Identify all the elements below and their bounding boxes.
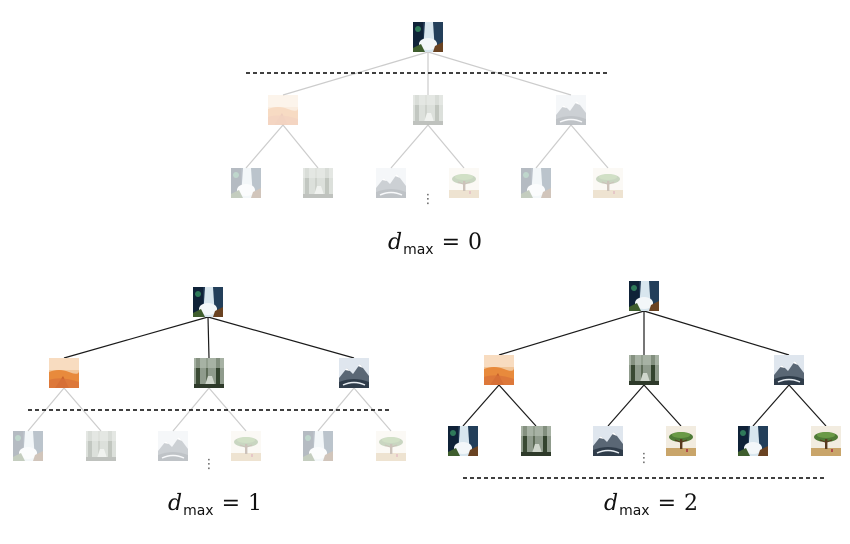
level2-node-thumbnail-1 [521,426,551,456]
level2-node-thumbnail-5 [592,167,624,199]
level2-node-thumbnail-3 [230,430,262,462]
edge-l1-to-l2-4 [535,124,572,169]
level1-node-thumbnail-0 [268,95,298,125]
caption-var: d [388,230,403,255]
edge-root-to-l1-0 [498,310,645,356]
level1-node-thumbnail-1 [629,355,659,385]
caption-eq: = [441,230,461,255]
level2-node-thumbnail-5 [375,430,407,462]
level1-node-thumbnail-2 [338,357,370,389]
ellipsis-dots: ⋮ [638,451,651,466]
caption-var: d [604,491,619,516]
level1-node-thumbnail-1 [413,95,443,125]
level2-node-thumbnail-4 [521,168,551,198]
level2-node-thumbnail-4 [303,431,333,461]
ellipsis-dots: ⋮ [422,192,435,207]
edge-root-to-l1-2 [643,310,790,356]
caption-dmax-0: dmax = 0 [388,230,483,258]
edge-root-to-l1-0 [63,316,209,359]
level1-node-thumbnail-2 [773,354,805,386]
edge-root-to-l1-2 [207,316,355,359]
root-node-thumbnail [193,287,223,317]
edge-l1-to-l2-3 [643,384,682,427]
tree-panel-dmax-1: ⋮ [13,287,407,472]
caption-var: d [168,491,183,516]
level2-node-thumbnail-3 [448,167,480,199]
caption-eq: = [657,491,677,516]
level2-node-thumbnail-3 [665,425,697,457]
caption-sub: max [183,503,214,519]
root-node-thumbnail [629,281,659,311]
level2-node-thumbnail-2 [157,430,189,462]
tree-panel-dmax-2: ⋮ [448,281,842,479]
level2-node-thumbnail-0 [231,168,261,198]
tree-panel-dmax-0: ⋮ [231,22,624,207]
caption-dmax-2: dmax = 2 [604,491,699,519]
level2-node-thumbnail-1 [86,431,116,461]
level1-node-thumbnail-0 [484,355,514,385]
edge-l1-to-l2-5 [570,124,609,169]
caption-dmax-1: dmax = 1 [168,491,263,519]
edge-l1-to-l2-5 [788,384,827,427]
edge-l1-to-l2-2 [607,384,645,427]
level2-node-thumbnail-5 [810,425,842,457]
edge-l1-to-l2-0 [245,124,284,169]
edge-l1-to-l2-2 [390,124,429,169]
edge-l1-to-l2-1 [63,387,102,432]
level1-node-thumbnail-0 [49,358,79,388]
caption-eq: = [221,491,241,516]
root-node-thumbnail [413,22,443,52]
level2-node-thumbnail-2 [592,425,624,457]
caption-sub: max [619,503,650,519]
caption-value: 1 [248,491,263,516]
edge-l1-to-l2-4 [752,384,790,427]
caption-value: 0 [468,230,483,255]
level2-node-thumbnail-2 [375,167,407,199]
level2-node-thumbnail-4 [738,426,768,456]
edge-root-to-l1-1 [207,316,210,359]
edge-l1-to-l2-1 [282,124,319,169]
level2-node-thumbnail-1 [303,168,333,198]
caption-sub: max [403,242,434,258]
level1-node-thumbnail-2 [555,94,587,126]
caption-value: 2 [684,491,699,516]
edge-l1-to-l2-1 [498,384,537,427]
level2-node-thumbnail-0 [13,431,43,461]
level2-node-thumbnail-0 [448,426,478,456]
edge-l1-to-l2-3 [427,124,465,169]
ellipsis-dots: ⋮ [203,457,216,472]
edge-l1-to-l2-0 [462,384,500,427]
level1-node-thumbnail-1 [194,358,224,388]
edge-root-to-l1-0 [282,51,429,96]
